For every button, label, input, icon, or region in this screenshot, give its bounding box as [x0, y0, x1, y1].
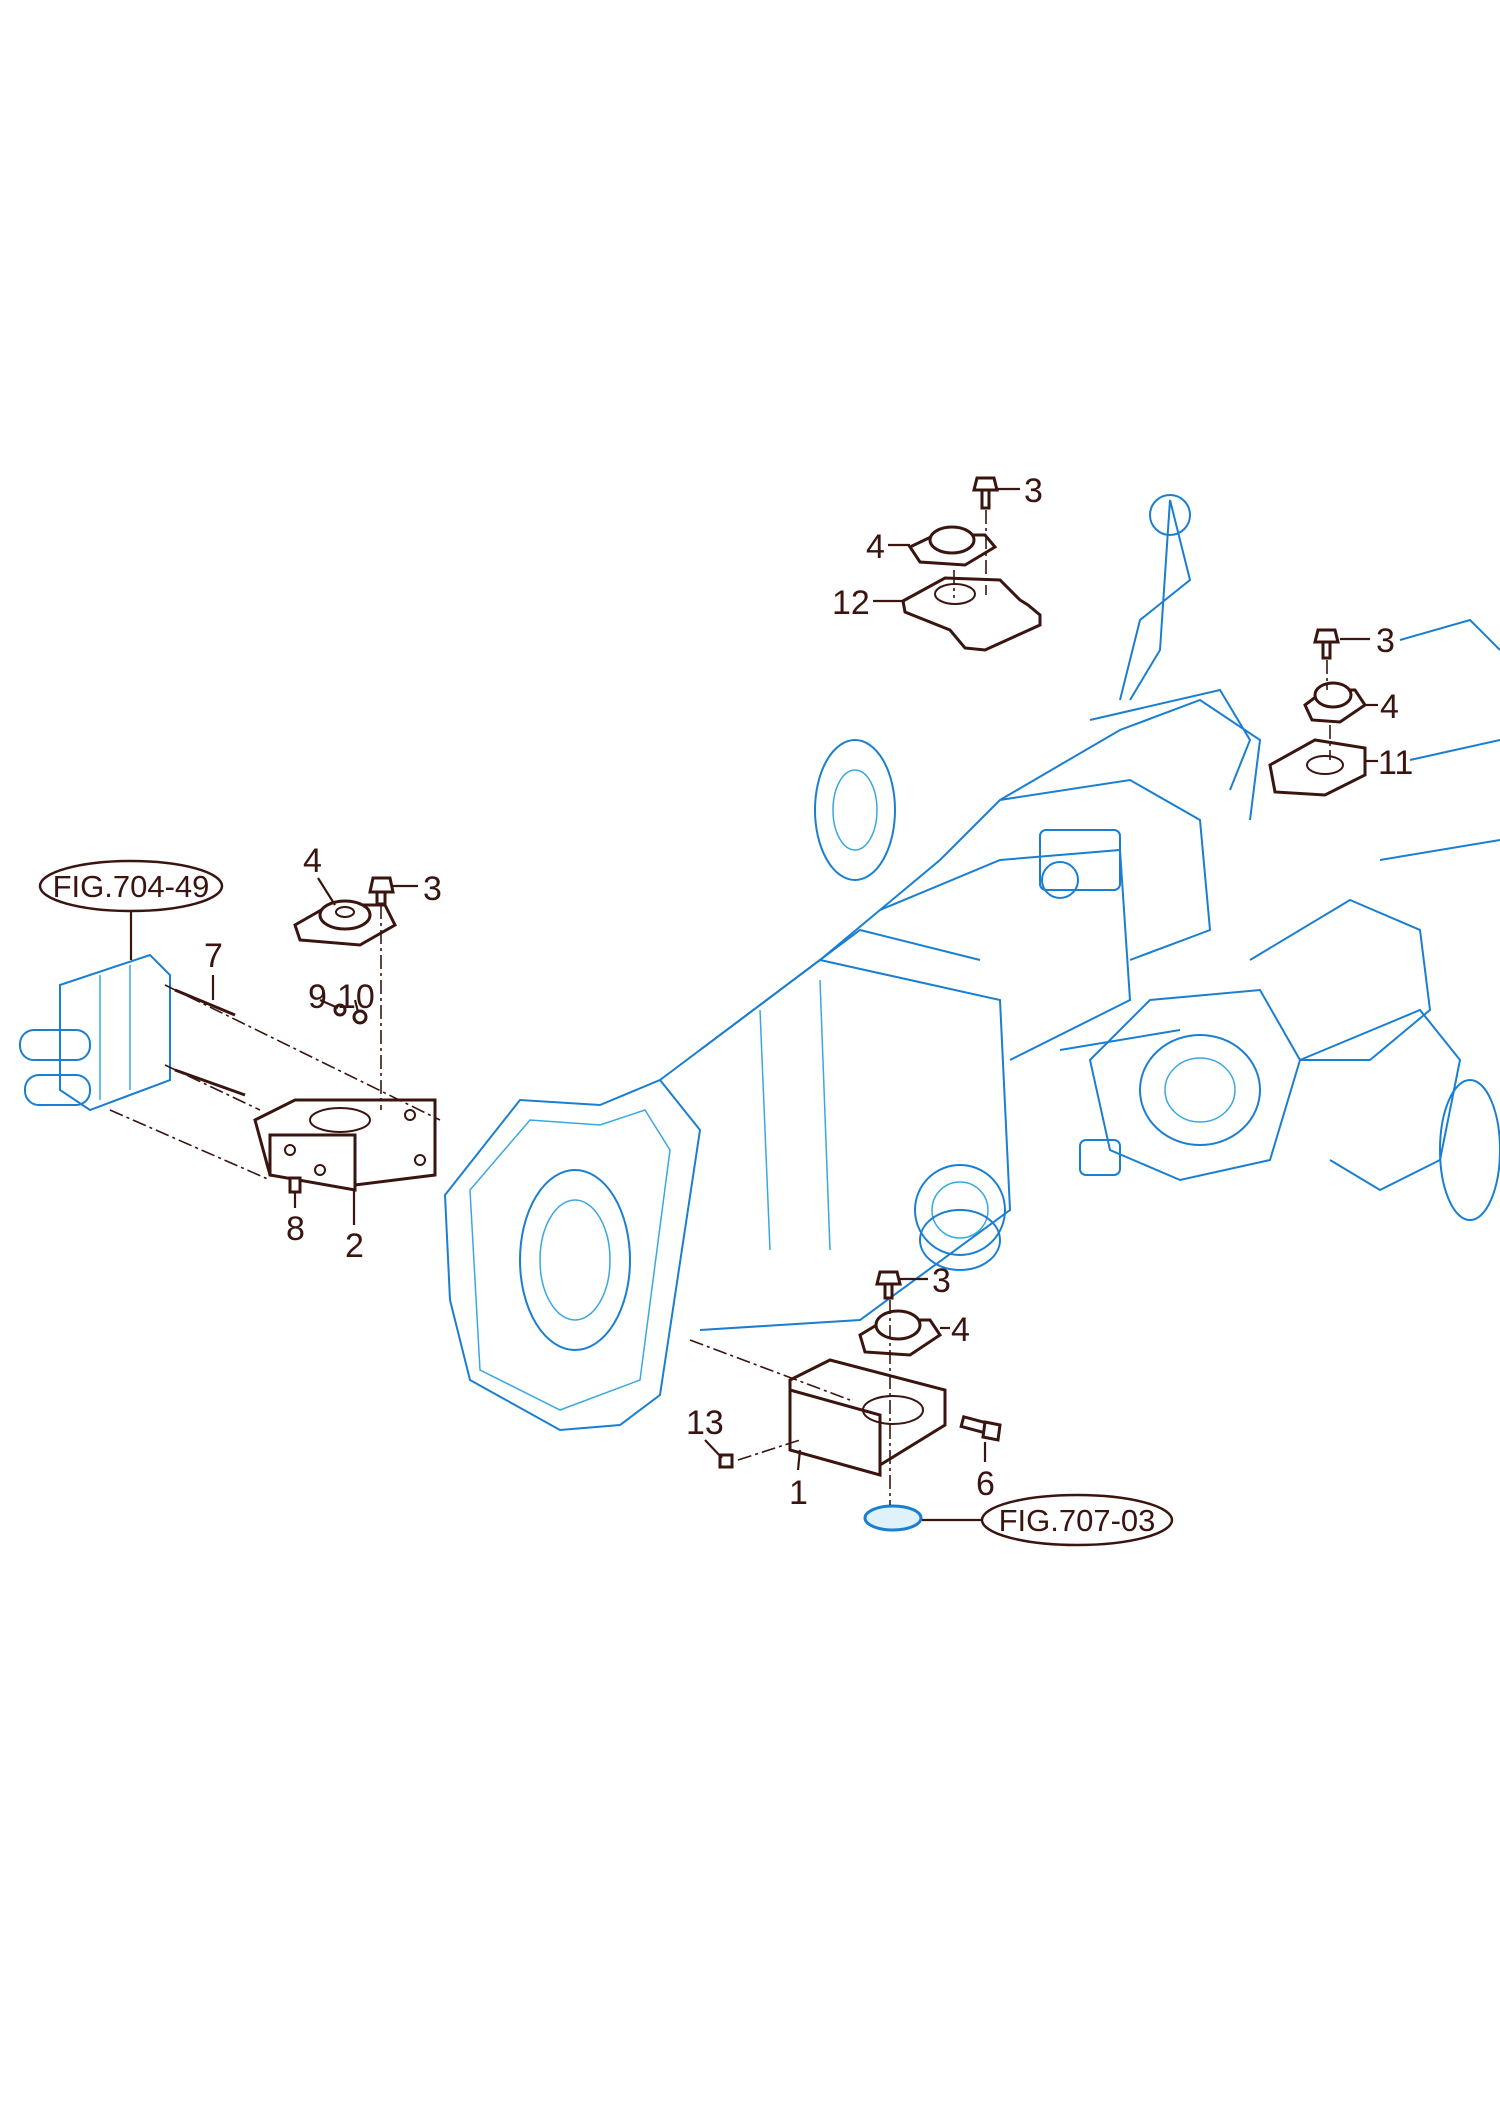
callout-12[interactable]: 12: [832, 584, 870, 622]
callout-8[interactable]: 8: [286, 1210, 305, 1248]
fig-reference-704-49[interactable]: FIG.704-49: [38, 859, 224, 913]
callout-4[interactable]: 4: [303, 842, 322, 880]
callout-11[interactable]: 11: [1378, 744, 1413, 782]
part-7-pin: [174, 1068, 246, 1097]
callout-13[interactable]: 13: [686, 1404, 724, 1442]
part-4-mount-right: [1303, 681, 1368, 724]
part-4-mount-top: [907, 525, 998, 567]
part-12-plate: [901, 576, 1042, 652]
callout-2[interactable]: 2: [345, 1227, 364, 1265]
part-2-bracket: [253, 1098, 437, 1192]
callout-6[interactable]: 6: [976, 1465, 995, 1503]
part-11-bracket: [1268, 738, 1367, 797]
callout-3[interactable]: 3: [1376, 622, 1395, 660]
transmission-assembly: [443, 494, 1500, 1432]
fig-reference-707-03[interactable]: FIG.707-03: [980, 1493, 1174, 1547]
part-10-nut: [352, 1009, 368, 1025]
callout-3[interactable]: 3: [932, 1262, 951, 1300]
part-3-bolt-bottom: [875, 1270, 902, 1300]
part-3-bolt-right: [1313, 628, 1340, 660]
part-4-mount-left: [293, 899, 397, 947]
part-7-pin: [174, 988, 236, 1017]
part-6-bolt: [959, 1414, 1002, 1442]
callout-9[interactable]: 9: [308, 978, 327, 1016]
leader-lines: [129, 487, 1378, 1522]
part-3-bolt-top: [972, 476, 999, 510]
part-8-bolt: [288, 1176, 302, 1194]
callout-4[interactable]: 4: [1380, 688, 1399, 726]
callout-4[interactable]: 4: [866, 528, 885, 566]
callout-10[interactable]: 10: [337, 978, 375, 1016]
callout-3[interactable]: 3: [1024, 472, 1043, 510]
reference-washer: [863, 1504, 923, 1532]
callout-4[interactable]: 4: [951, 1311, 970, 1349]
fig-reference-label: FIG.707-03: [999, 1503, 1156, 1538]
callout-7[interactable]: 7: [204, 937, 223, 975]
fig-reference-label: FIG.704-49: [53, 869, 210, 904]
callout-3[interactable]: 3: [423, 870, 442, 908]
part-1-bracket: [788, 1358, 947, 1477]
part-4-mount-bottom: [858, 1309, 943, 1357]
pump-reference: [19, 953, 171, 1112]
callout-1[interactable]: 1: [789, 1474, 808, 1512]
part-3-bolt-left: [368, 876, 395, 906]
part-13-nut: [718, 1453, 734, 1469]
